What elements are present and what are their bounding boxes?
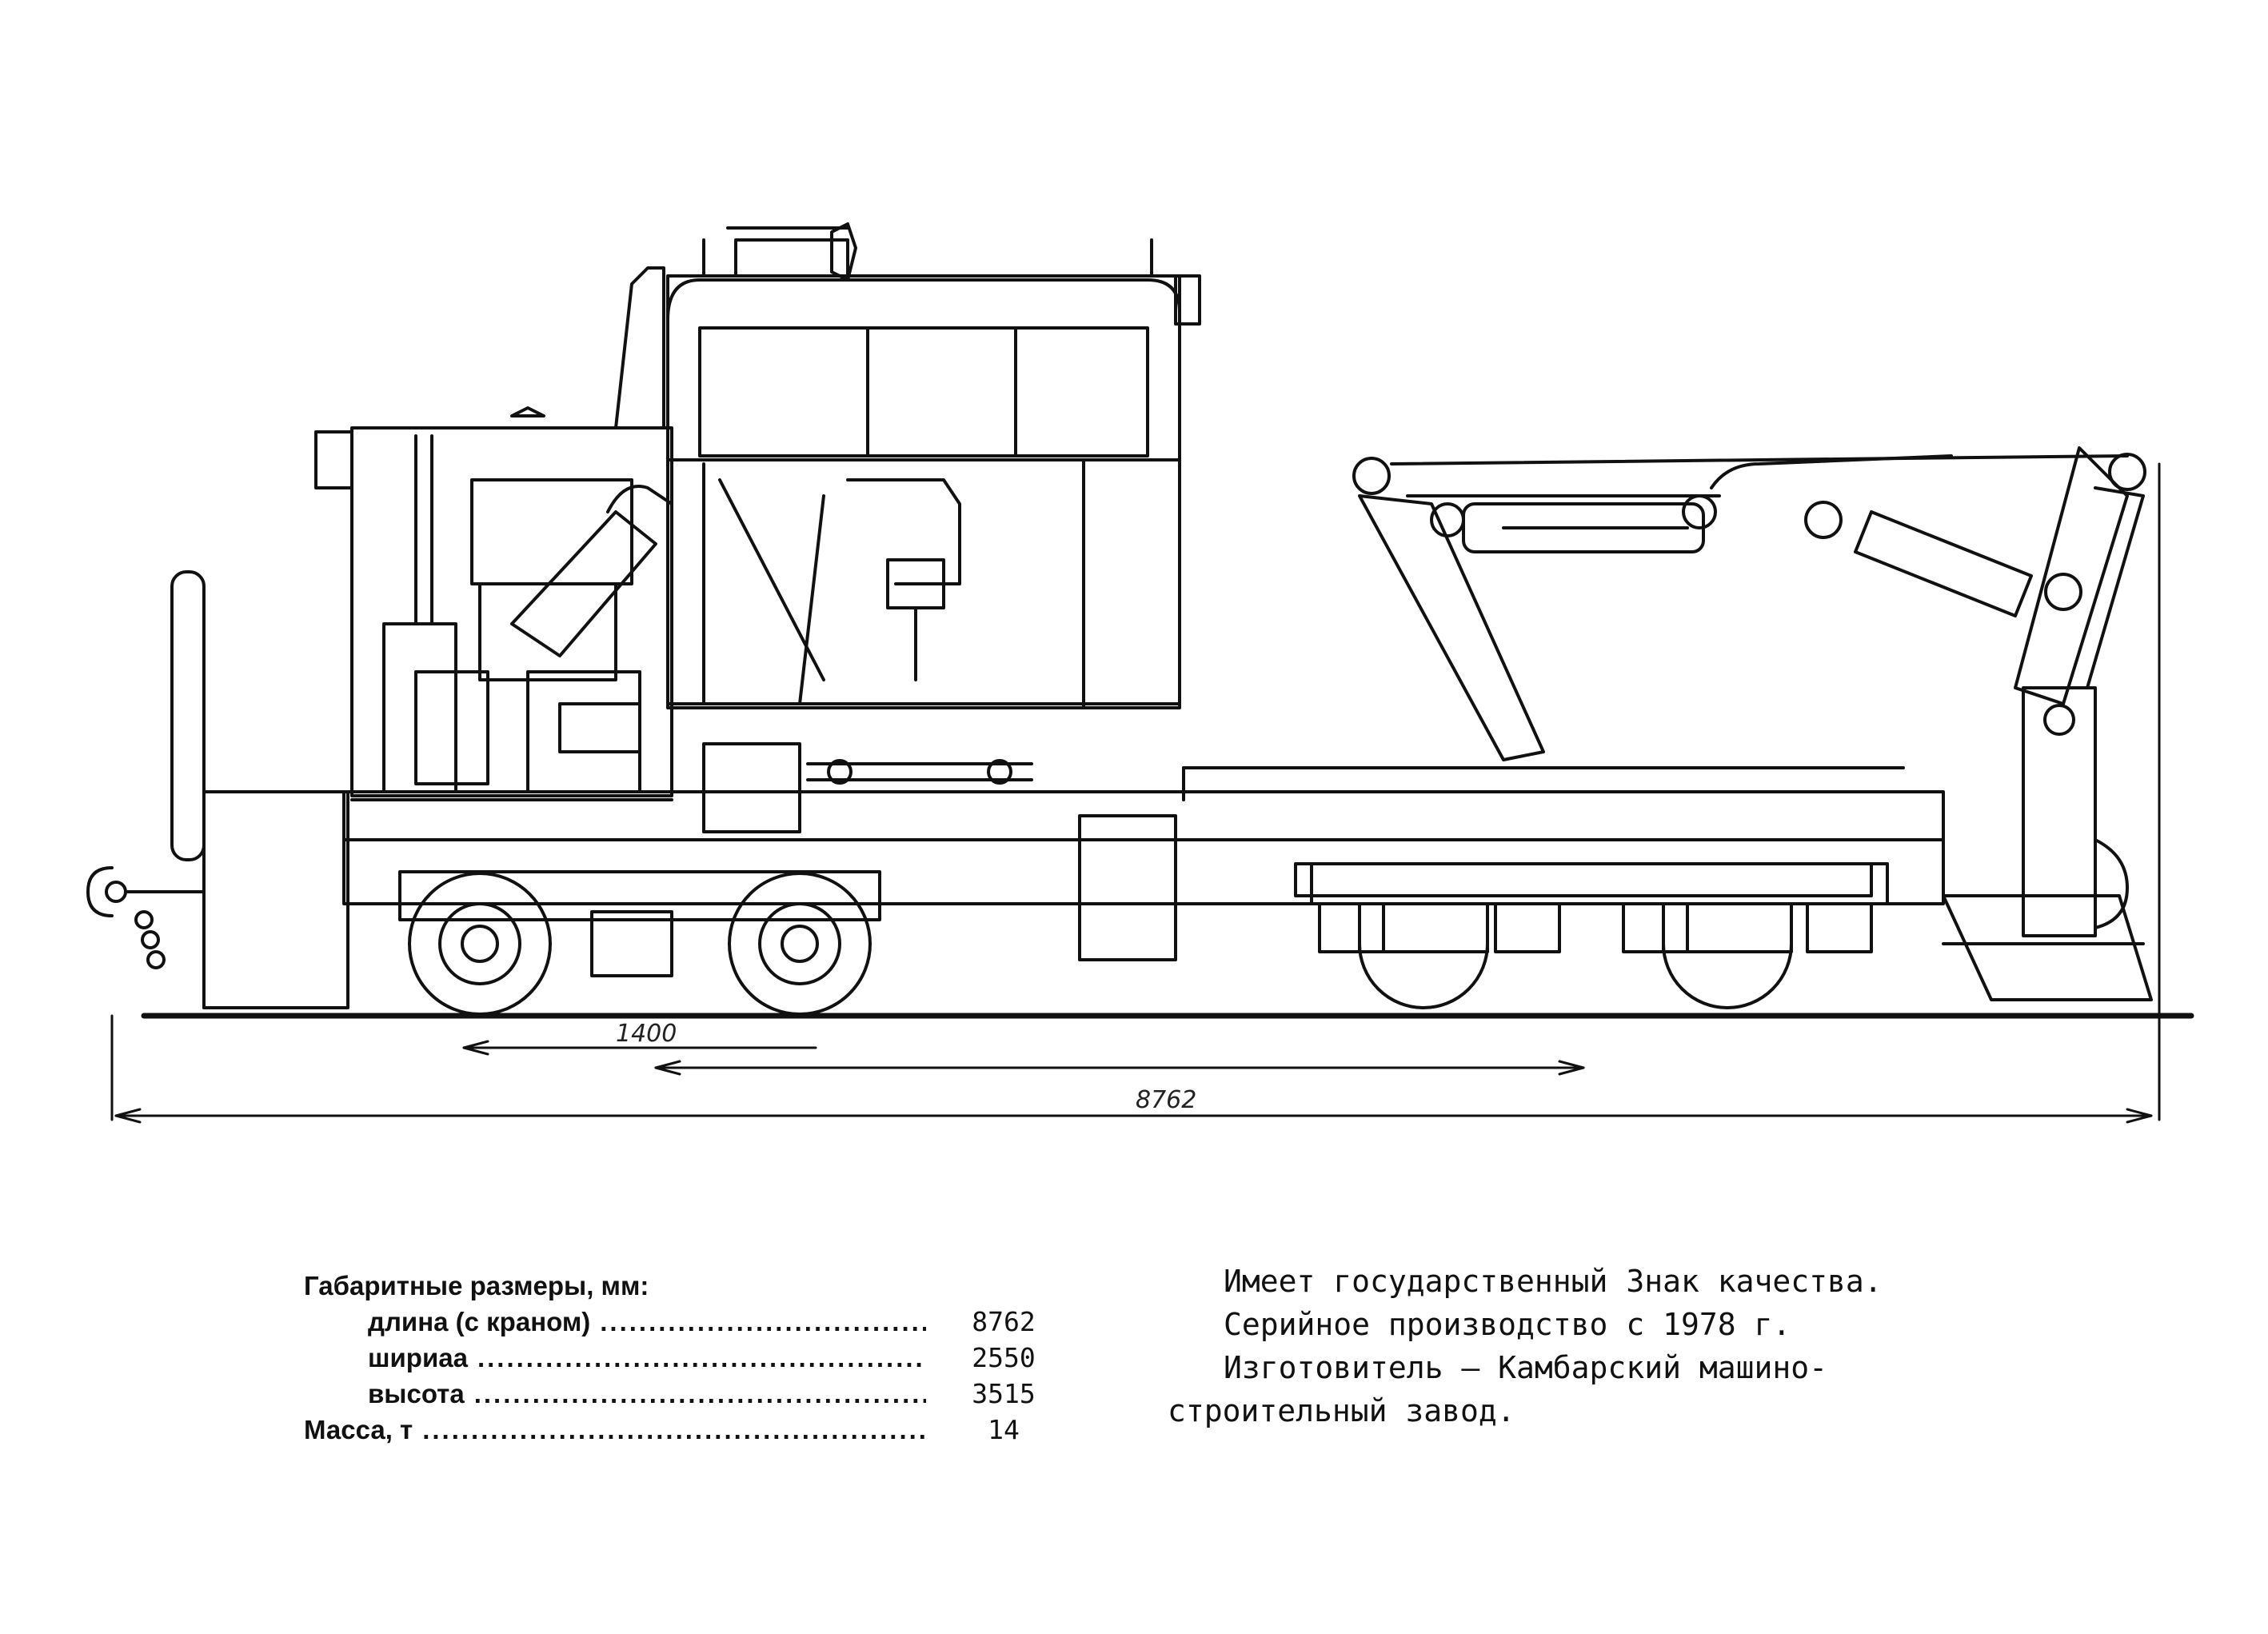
crane-pillar bbox=[1942, 686, 2145, 945]
quality-mark-note: Имеет государственный Знак качества. bbox=[1224, 1264, 1883, 1299]
engine-hood bbox=[314, 406, 673, 801]
manufacturer-notes: Имеет государственный Знак качества. Сер… bbox=[1168, 1260, 2183, 1432]
spec-label-height: высота bbox=[368, 1379, 465, 1408]
spec-row-length: длина (с краном) 8762 bbox=[304, 1304, 1072, 1340]
spec-row-height: высота 3515 bbox=[304, 1376, 1072, 1412]
cardan-shaft bbox=[702, 742, 1033, 833]
leader-dots bbox=[600, 1304, 926, 1340]
spec-heading-row: Габаритные размеры, мм: bbox=[304, 1268, 1072, 1304]
locomotive-drawing: 1400 8762 bbox=[86, 222, 2194, 1124]
front-buffer bbox=[86, 570, 349, 1009]
roof-equipment bbox=[734, 222, 857, 282]
spec-value-height: 3515 bbox=[972, 1378, 1036, 1409]
wheel-4 bbox=[1662, 902, 1793, 1009]
exhaust-stack bbox=[614, 266, 665, 429]
rear-plow bbox=[1942, 894, 2153, 1001]
serial-production-note: Серийное производство с 1978 г. bbox=[1224, 1307, 1791, 1342]
wheel-3 bbox=[1358, 902, 1489, 1009]
fuel-tank bbox=[1078, 814, 1177, 961]
spec-value-length: 8762 bbox=[972, 1306, 1036, 1337]
spec-label-mass: Масса, т bbox=[304, 1415, 413, 1444]
wheel-2 bbox=[728, 872, 872, 1016]
specifications: Габаритные размеры, мм: длина (с краном)… bbox=[304, 1268, 1072, 1448]
spec-heading: Габаритные размеры, мм: bbox=[304, 1271, 649, 1300]
wheel-1 bbox=[408, 872, 552, 1016]
manufacturer-note-continued: строительный завод. bbox=[1168, 1393, 1515, 1428]
spec-row-width: шириаа 2550 bbox=[304, 1340, 1072, 1376]
spec-label-length: длина (с краном) bbox=[368, 1307, 591, 1336]
spec-value-width: 2550 bbox=[972, 1342, 1036, 1373]
leader-dots bbox=[422, 1412, 926, 1448]
leader-dots bbox=[474, 1376, 926, 1412]
front-bogie bbox=[398, 870, 881, 977]
spec-value-mass: 14 bbox=[988, 1414, 1020, 1445]
main-frame bbox=[342, 766, 1945, 905]
manufacturer-note: Изготовитель – Камбарский машино- bbox=[1224, 1350, 1827, 1385]
dimension-wheelbase: 1400 bbox=[616, 1020, 677, 1048]
dimension-length: 8762 bbox=[1136, 1086, 1196, 1114]
spec-label-width: шириаа bbox=[368, 1343, 468, 1372]
cab bbox=[666, 226, 1201, 709]
dimension-lines bbox=[110, 462, 2161, 1124]
crane-boom bbox=[1352, 446, 2146, 761]
spec-row-mass: Масса, т 14 bbox=[304, 1412, 1072, 1448]
leader-dots bbox=[477, 1340, 926, 1376]
rear-bogie bbox=[1310, 862, 1889, 953]
